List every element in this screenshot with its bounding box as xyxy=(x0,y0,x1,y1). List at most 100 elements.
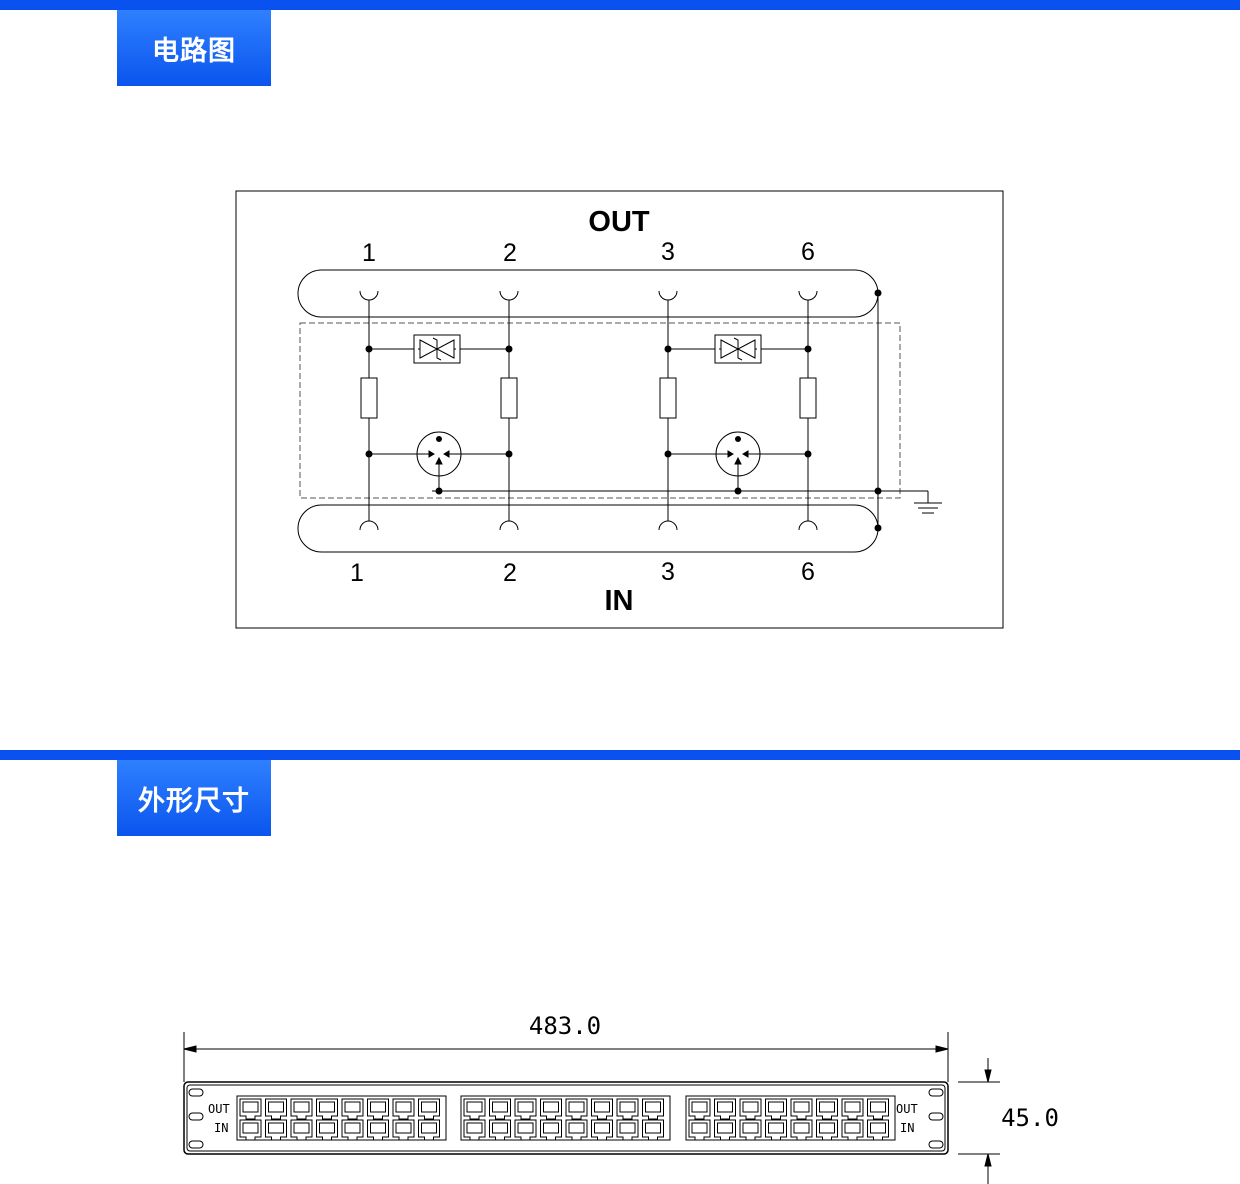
rj45-port-inner xyxy=(466,1101,483,1113)
out-contact-6 xyxy=(798,290,818,301)
section-title-circuit: 电路图 xyxy=(152,35,236,67)
out-connector-body xyxy=(297,269,879,318)
port-block-1 xyxy=(236,1095,447,1141)
rj45-port xyxy=(565,1119,588,1141)
rj45-port-inner xyxy=(793,1101,810,1113)
rj45-port-inner xyxy=(594,1101,610,1113)
rj45-port xyxy=(540,1119,562,1141)
rj45-port xyxy=(239,1119,262,1141)
rj45-port xyxy=(514,1119,537,1141)
panel-in-label-left: IN xyxy=(214,1121,228,1135)
rj45-port-inner xyxy=(517,1101,534,1113)
rj45-port-inner xyxy=(466,1122,483,1134)
resistor-6 xyxy=(799,377,817,419)
in-contact-1 xyxy=(359,520,379,531)
rj45-port xyxy=(290,1119,313,1141)
rj45-port-inner xyxy=(293,1101,310,1113)
rj45-port xyxy=(463,1098,486,1120)
rj45-port-inner xyxy=(691,1122,708,1134)
rj45-port xyxy=(316,1119,338,1141)
rj45-port xyxy=(739,1119,762,1141)
rj45-port xyxy=(565,1098,588,1120)
height-value: 45.0 xyxy=(1001,1104,1059,1132)
rj45-port-inner xyxy=(293,1122,310,1134)
dimension-drawing: 483.0 45.0 OUT IN OUT IN xyxy=(183,1012,1059,1184)
panel-in-label-right: IN xyxy=(900,1121,914,1135)
rj45-port xyxy=(418,1119,440,1141)
rj45-port-inner xyxy=(594,1122,610,1134)
rj45-port xyxy=(642,1119,664,1141)
ground-symbol xyxy=(914,491,942,514)
rj45-port xyxy=(765,1119,787,1141)
in-pin-label: 2 xyxy=(503,559,517,587)
rj45-port xyxy=(642,1098,664,1120)
junction-dots xyxy=(365,289,882,532)
rj45-port-inner xyxy=(395,1122,412,1134)
rj45-port xyxy=(616,1098,639,1120)
width-value: 483.0 xyxy=(529,1012,601,1040)
rj45-port-inner xyxy=(619,1122,636,1134)
rj45-port-inner xyxy=(819,1122,835,1134)
rj45-port xyxy=(790,1098,813,1120)
rj45-port xyxy=(765,1098,787,1120)
rj45-port xyxy=(841,1098,864,1120)
rj45-port xyxy=(816,1098,838,1120)
rj45-port-inner xyxy=(370,1101,386,1113)
rj45-port xyxy=(341,1098,364,1120)
rj45-port xyxy=(688,1098,711,1120)
rj45-ports xyxy=(239,1098,889,1141)
circuit-diagram: OUT IN 1 2 3 6 1 2 3 6 xyxy=(235,190,1004,629)
circuit-frame xyxy=(235,190,1004,629)
rj45-port xyxy=(265,1098,287,1120)
rj45-port xyxy=(341,1119,364,1141)
rj45-port-inner xyxy=(742,1101,759,1113)
in-contact-2 xyxy=(499,520,519,531)
panel-out-label-right: OUT xyxy=(896,1102,918,1116)
rj45-port-inner xyxy=(492,1122,508,1134)
rj45-port xyxy=(265,1119,287,1141)
rj45-port xyxy=(616,1119,639,1141)
rj45-port-inner xyxy=(645,1101,661,1113)
rj45-port xyxy=(489,1098,511,1120)
rj45-port xyxy=(739,1098,762,1120)
rj45-port-inner xyxy=(742,1122,759,1134)
out-pin-label: 3 xyxy=(661,238,675,266)
section-tab-dimensions: 外形尺寸 xyxy=(117,760,271,836)
rj45-port xyxy=(540,1098,562,1120)
rj45-port-inner xyxy=(421,1101,437,1113)
in-label: IN xyxy=(605,585,634,617)
rj45-port-inner xyxy=(268,1122,284,1134)
rj45-port-inner xyxy=(844,1122,861,1134)
gas-discharge-tube-3-6 xyxy=(715,431,761,491)
rj45-port-inner xyxy=(619,1101,636,1113)
port-block-3 xyxy=(685,1095,896,1141)
rj45-port-inner xyxy=(568,1122,585,1134)
out-contact-1 xyxy=(359,290,379,301)
rj45-port-inner xyxy=(768,1122,784,1134)
rj45-port xyxy=(367,1098,389,1120)
rj45-port xyxy=(489,1119,511,1141)
gas-discharge-tube-1-2 xyxy=(416,431,462,491)
rj45-port-inner xyxy=(370,1122,386,1134)
rj45-port-inner xyxy=(568,1101,585,1113)
resistor-2 xyxy=(500,377,518,419)
rj45-port-inner xyxy=(717,1101,733,1113)
protection-module-outline xyxy=(299,322,901,499)
out-pin-label: 1 xyxy=(362,239,376,267)
in-contact-3 xyxy=(658,520,678,531)
rj45-port-inner xyxy=(319,1122,335,1134)
panel-out-label-left: OUT xyxy=(208,1102,230,1116)
rj45-port-inner xyxy=(492,1101,508,1113)
rj45-port xyxy=(591,1098,613,1120)
patch-panel-face xyxy=(186,1084,946,1152)
rj45-port-inner xyxy=(268,1101,284,1113)
rj45-port xyxy=(367,1119,389,1141)
section-title-dimensions: 外形尺寸 xyxy=(138,785,250,817)
rj45-port xyxy=(688,1119,711,1141)
in-pin-label: 6 xyxy=(801,558,815,586)
mounting-slots xyxy=(188,1088,944,1149)
rj45-port-inner xyxy=(242,1122,259,1134)
height-arrow-bottom xyxy=(984,1153,992,1167)
rj45-port-inner xyxy=(870,1101,886,1113)
out-label: OUT xyxy=(588,206,650,238)
